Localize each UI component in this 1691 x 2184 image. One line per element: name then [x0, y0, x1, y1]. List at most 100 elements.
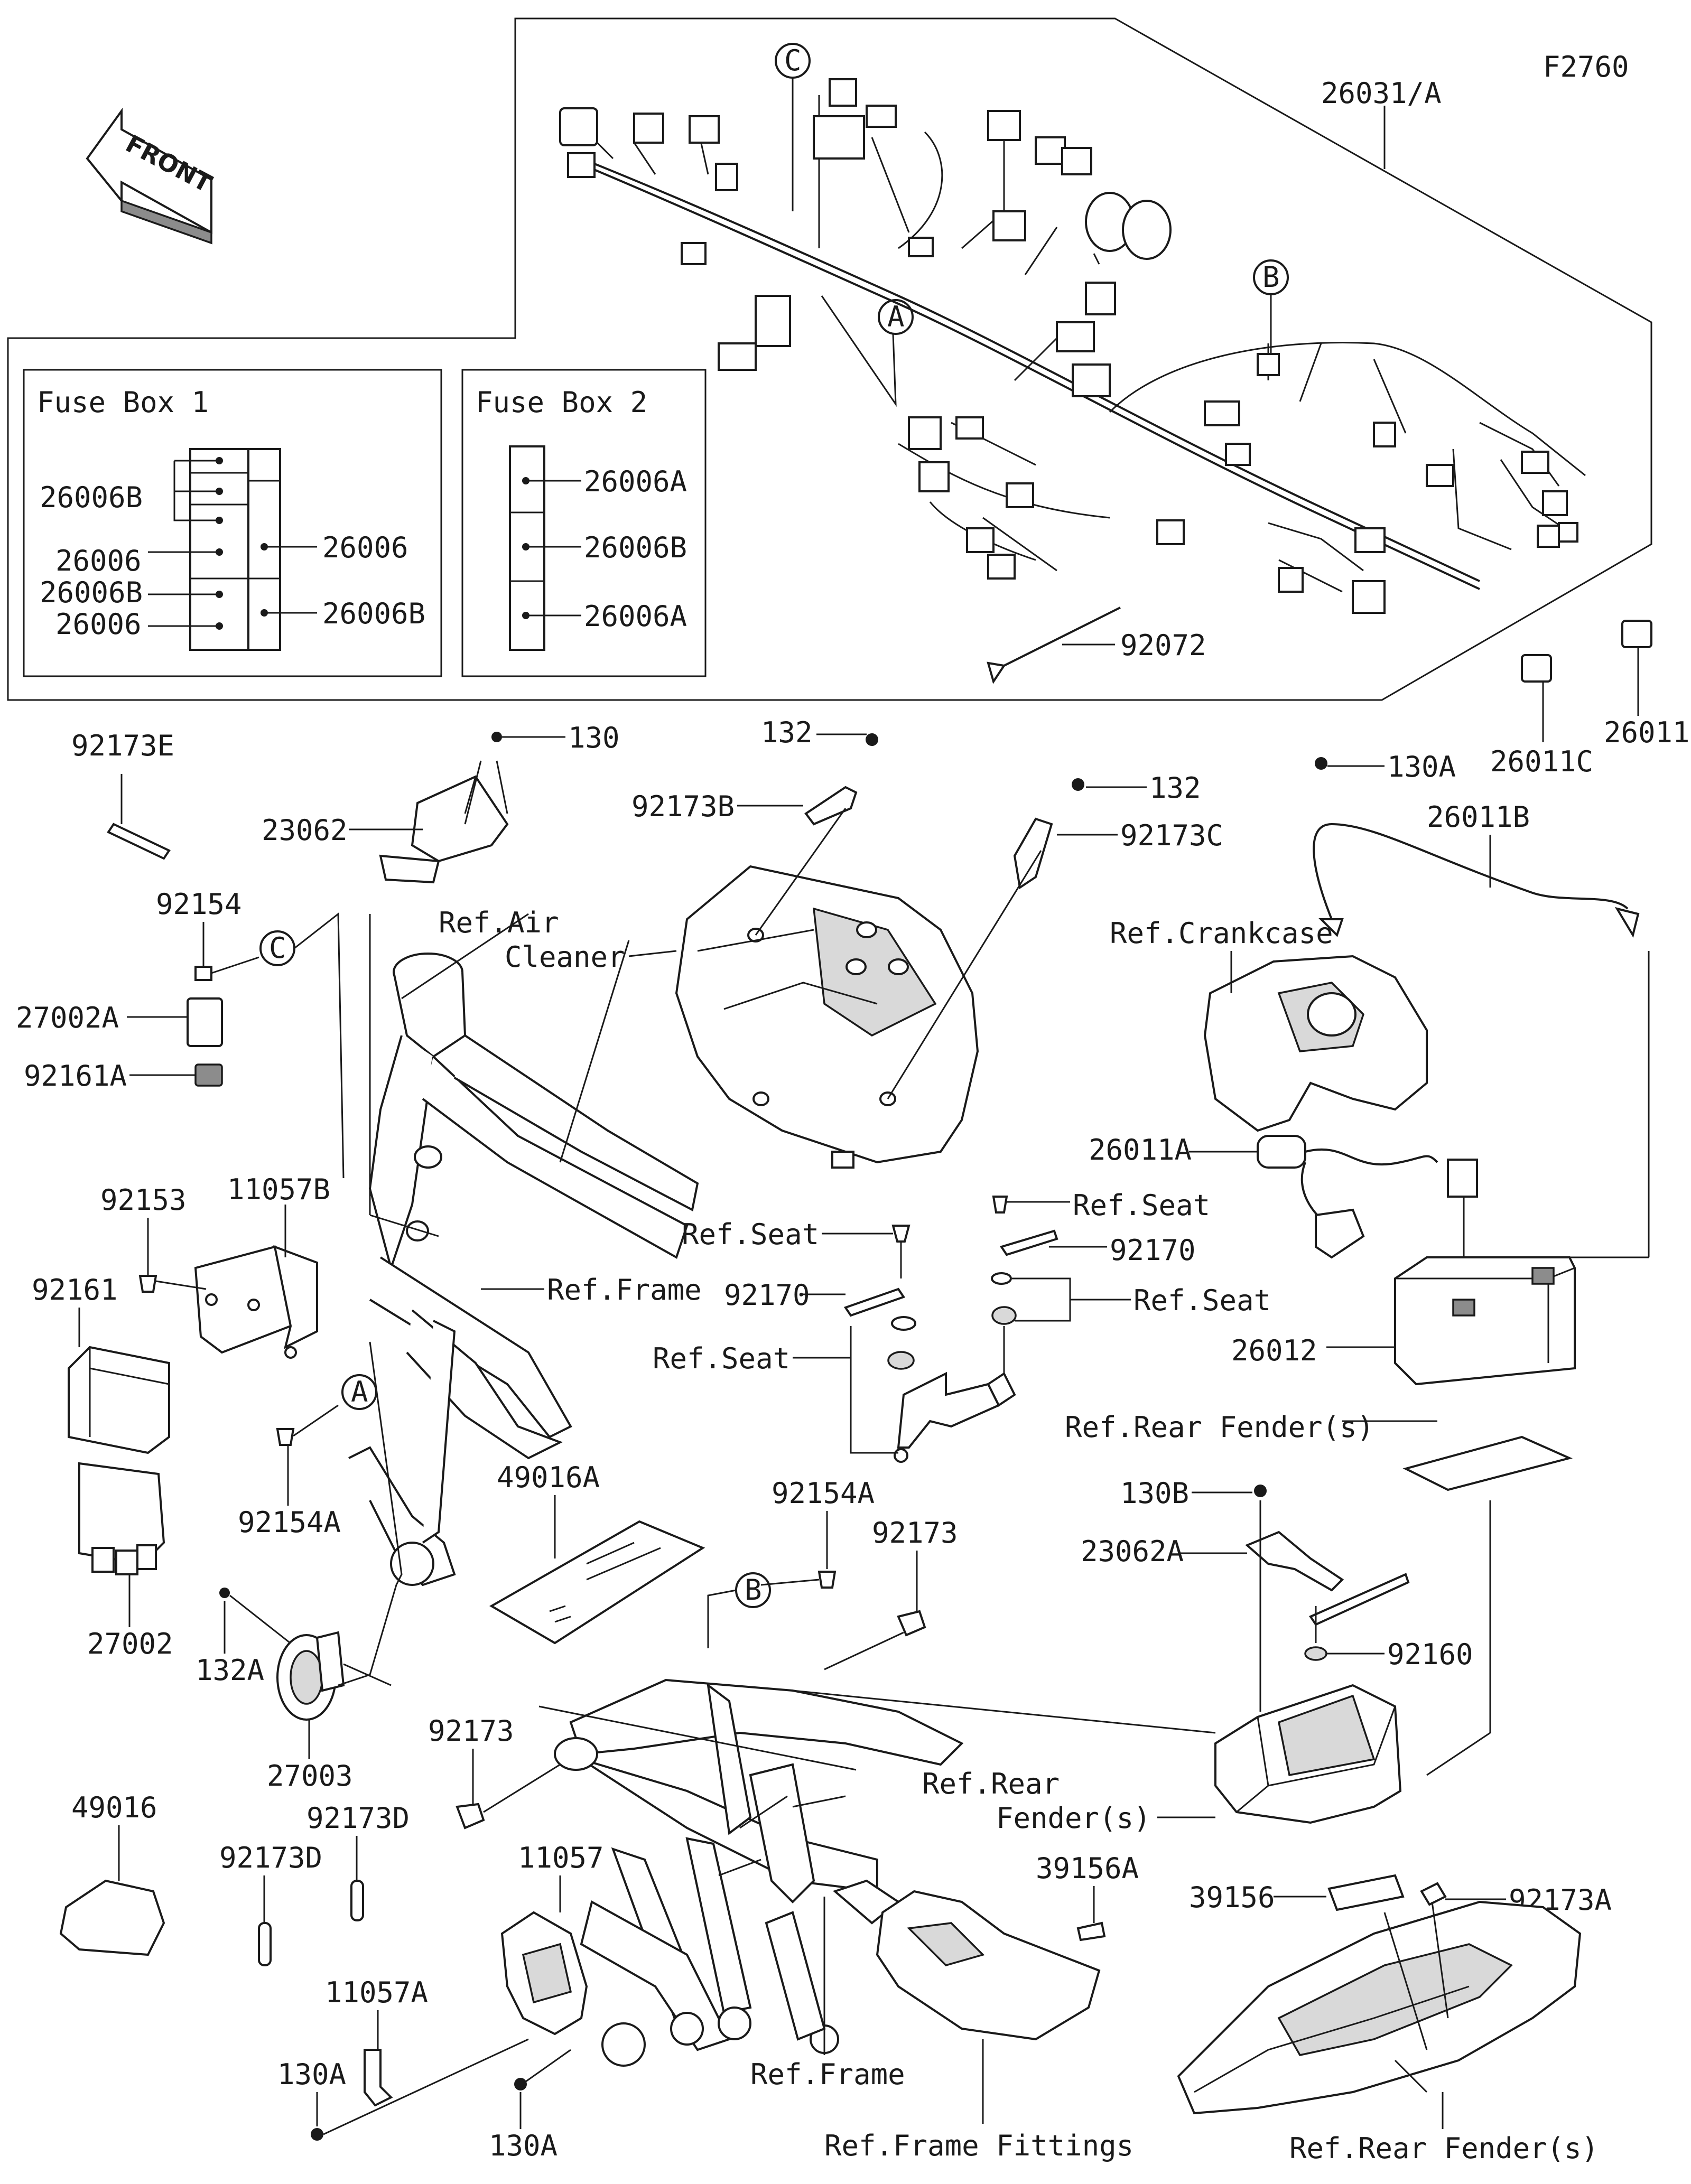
label-92161: 92161: [32, 1273, 118, 1306]
battery-case-ref: Ref.Rear Fender(s): [922, 1684, 1402, 1835]
label-26011: 26011: [1604, 716, 1690, 749]
cover-49016: 49016: [59, 1791, 165, 1956]
ref-frame-label-2: Ref.Frame: [750, 1897, 905, 2091]
callout-b-top: B: [1253, 259, 1289, 354]
ref-seat-2: Ref.Seat: [1073, 1189, 1210, 1222]
frame-fittings-ref: Ref.Frame Fittings: [824, 1890, 1133, 2162]
bracket-11057: 11057: [500, 1841, 604, 2036]
callout-a-left-label: A: [351, 1375, 368, 1408]
seat-grommets-left: Ref.Seat: [653, 1316, 916, 1454]
harness-area-border: [7, 17, 1652, 701]
bolt-92154: 92154: [156, 888, 259, 981]
fuse-box-2-panel: Fuse Box 2 26006A 26006B 26006A: [461, 369, 707, 677]
bracket-11057a: 11057A: [325, 1976, 428, 2107]
label-92173e: 92173E: [71, 729, 174, 762]
cable-tie-92072: 92072: [987, 606, 1206, 684]
ref-frame-1: Ref.Frame: [547, 1273, 702, 1306]
figure-id: F2760: [1543, 50, 1629, 83]
label-11057: 11057: [518, 1841, 604, 1874]
label-27002a: 27002A: [16, 1001, 119, 1034]
ref-seat-4: Ref.Seat: [1133, 1284, 1271, 1317]
screw-92153: 92153: [100, 1183, 207, 1293]
bolt-130b: 130B: [1120, 1477, 1267, 1510]
pad-39156: 39156: [1189, 1874, 1405, 1914]
strap-92173d-1: 92173D: [219, 1841, 322, 1966]
callout-a-label: A: [887, 300, 905, 333]
label-130b: 130B: [1120, 1477, 1189, 1510]
front-arrow: FRONT: [86, 107, 217, 245]
fuse-box-1-label-4: 26006: [55, 608, 142, 641]
callout-a-top: A: [821, 295, 914, 407]
ref-frame-2: Ref.Frame: [750, 2058, 905, 2091]
label-92170-right: 92170: [1110, 1234, 1196, 1267]
fuse-box-1-label-3: 26006B: [40, 576, 143, 609]
case-92161: 92161: [32, 1273, 170, 1454]
relay-26011c: 26011C: [1490, 654, 1593, 778]
label-92072: 92072: [1120, 629, 1206, 662]
label-132-b: 132: [1149, 771, 1201, 805]
callout-b-label: B: [1262, 260, 1280, 294]
screw-132-b: 132: [1072, 771, 1201, 805]
ecu-27002: 27002: [78, 1462, 173, 1660]
fuse-box-1-label-0: 26006B: [40, 481, 143, 514]
rear-fender-ref: Ref.Rear Fender(s): [1177, 1900, 1599, 2165]
label-23062: 23062: [262, 814, 348, 847]
ref-crankcase-label: Ref.Crankcase: [1110, 917, 1333, 950]
label-130a-center: 130A: [489, 2129, 558, 2162]
bracket-23062a: 23062A: [1081, 1500, 1410, 1712]
fuse-box-1-title: Fuse Box 1: [37, 386, 209, 419]
seat-bracket-center: [894, 1371, 1016, 1463]
label-27003: 27003: [267, 1759, 353, 1793]
label-92173-center: 92173: [872, 1516, 958, 1550]
frame-rear-section: [538, 1678, 1216, 2067]
label-92160: 92160: [1387, 1638, 1473, 1671]
screw-92154a-left: 92154A: [238, 1404, 341, 1539]
fuse-box-2-label-2: 26006A: [584, 600, 687, 633]
label-26031a: 26031/A: [1321, 77, 1442, 110]
strap-92173c: 92173C: [887, 817, 1223, 1099]
screw-132-a: 132: [761, 716, 878, 749]
label-130a-left: 130A: [277, 2058, 346, 2091]
bolt-130a-center: 130A: [489, 2049, 571, 2162]
screw-92154a-center: 92154A: [760, 1477, 875, 1589]
label-92170-left: 92170: [724, 1278, 810, 1312]
ref-crankcase: Ref.Crankcase: [1110, 917, 1428, 1132]
label-26011a: 26011A: [1089, 1133, 1192, 1166]
fuse-box-2-label-0: 26006A: [584, 465, 687, 498]
label-92173d-1: 92173D: [219, 1841, 322, 1874]
label-39156: 39156: [1189, 1881, 1275, 1914]
seat-bolt-right: Ref.Seat: [992, 1189, 1210, 1222]
callout-c-label: C: [784, 44, 802, 77]
seat-grommets-right: Ref.Seat: [991, 1272, 1271, 1374]
ref-air-cleaner: Ref.Air Cleaner: [439, 865, 979, 1169]
callout-b-center: B: [707, 1572, 771, 1648]
callout-c-left-label: C: [269, 931, 286, 965]
ref-rear-fender-2b: Fender(s): [996, 1802, 1151, 1835]
sheet-ref-rear-fender: Ref.Rear Fender(s): [1065, 1411, 1573, 1776]
ref-seat-3: Ref.Seat: [653, 1342, 790, 1375]
callout-c-left: C: [259, 912, 345, 1179]
bracket-23062: 130 23062: [262, 721, 620, 884]
clamp-92173-left: 92173: [428, 1714, 561, 1830]
fuse-box-1-label-1: 26006: [322, 531, 408, 564]
ref-seat-1: Ref.Seat: [682, 1218, 819, 1251]
label-92154: 92154: [156, 888, 242, 921]
fuse-box-1-panel: Fuse Box 1 26006B 26006 26006 26006B 260…: [23, 369, 442, 677]
fuse-box-1-label-2: 26006: [55, 544, 142, 577]
label-49016a: 49016A: [497, 1461, 600, 1494]
label-49016: 49016: [71, 1791, 157, 1824]
label-132a: 132A: [196, 1654, 264, 1687]
relay-26011: 26011: [1604, 620, 1690, 749]
ref-rear-fender-2a: Ref.Rear: [922, 1767, 1060, 1800]
pad-92161a: 92161A: [24, 1059, 223, 1093]
strap-92173e: 92173E: [71, 729, 174, 860]
label-132-a: 132: [761, 716, 813, 749]
ref-frame-fittings: Ref.Frame Fittings: [824, 2129, 1133, 2162]
ref-rear-fender-1: Ref.Rear Fender(s): [1065, 1411, 1374, 1444]
label-92173-left: 92173: [428, 1714, 514, 1748]
seat-bolt-left: Ref.Seat: [682, 1218, 910, 1278]
label-92161a: 92161A: [24, 1059, 127, 1093]
label-92173d-2: 92173D: [306, 1802, 410, 1835]
label-26011c: 26011C: [1490, 745, 1593, 778]
